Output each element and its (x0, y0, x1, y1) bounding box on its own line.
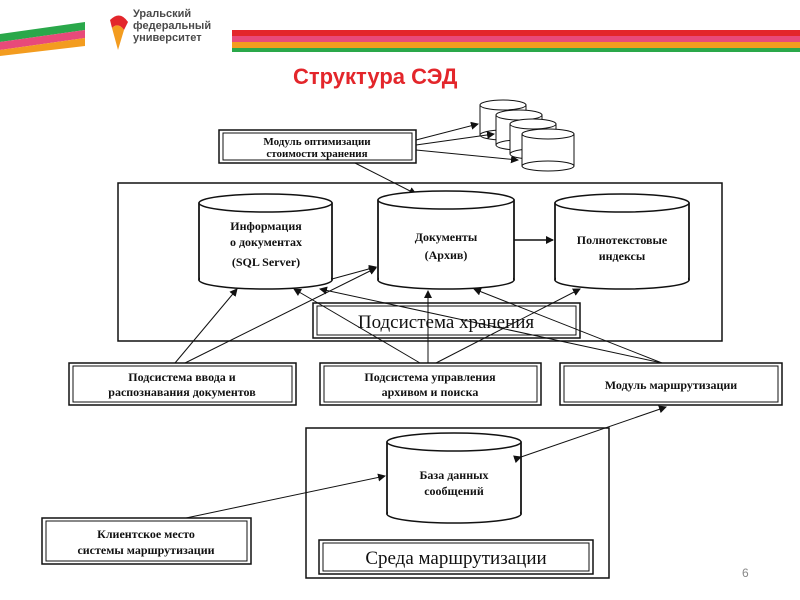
arrow-routing-to-message-db (513, 405, 667, 464)
routing-environment-label: Среда маршрутизации (365, 548, 546, 569)
doc-info-database: Информация о документах (SQL Server) (198, 193, 333, 290)
band-orange-right (232, 42, 800, 48)
logo-text: Уральский федеральный университет (133, 8, 211, 44)
archive-subsystem-line-1: Подсистема управления (364, 370, 496, 384)
logo-line-3: университет (133, 32, 202, 44)
page-title: Структура СЭД (293, 64, 458, 89)
doc-info-line-3: (SQL Server) (232, 255, 300, 269)
arrow-client-to-message-db (185, 473, 386, 519)
documents-line-1: Документы (415, 230, 478, 244)
doc-info-line-2: о документах (230, 235, 302, 249)
band-green (0, 22, 85, 42)
input-subsystem-line-2: распознавания документов (108, 385, 256, 399)
header-bands (0, 15, 800, 56)
client-routing-box: Клиентское место системы маршрутизации (41, 517, 252, 565)
client-routing-line-1: Клиентское место (97, 527, 195, 541)
storage-access-arrows (174, 267, 663, 364)
arrow-to-cylinder-3 (415, 149, 519, 164)
fulltext-line-1: Полнотекстовые (577, 233, 668, 247)
header: Уральский федеральный университет (0, 0, 800, 70)
arrow-to-cylinder-2 (415, 131, 495, 146)
band-orange (0, 38, 85, 56)
storage-subsystem-label: Подсистема хранения (358, 312, 535, 333)
message-database: База данных сообщений (386, 432, 522, 524)
band-green-right (232, 48, 800, 52)
band-pink (0, 30, 85, 50)
page-number: 6 (742, 566, 749, 580)
archive-subsystem-line-2: архивом и поиска (382, 385, 479, 399)
arrow-to-documents (354, 162, 417, 195)
arrow-to-cylinder-1 (415, 121, 479, 141)
arrow-docinfo-to-documents (331, 264, 377, 280)
logo-line-1: Уральский (133, 8, 192, 20)
input-subsystem-box: Подсистема ввода и распознавания докумен… (68, 362, 297, 406)
routing-environment-frame (305, 427, 610, 579)
band-red-top (232, 30, 800, 36)
storage-optimization-module: Модуль оптимизации стоимости хранения (218, 129, 417, 164)
doc-info-line-1: Информация (230, 219, 302, 233)
fulltext-index-database: Полнотекстовые индексы (554, 193, 690, 290)
input-subsystem-line-1: Подсистема ввода и (128, 370, 236, 384)
message-db-line-1: База данных (419, 468, 488, 482)
band-pink-right (232, 36, 800, 42)
message-db-line-2: сообщений (424, 484, 484, 498)
routing-module-label: Модуль маршрутизации (605, 378, 738, 392)
routing-module-box: Модуль маршрутизации (559, 362, 783, 406)
fulltext-line-2: индексы (599, 249, 646, 263)
logo-line-2: федеральный (133, 20, 212, 32)
documents-line-2: (Архив) (425, 248, 468, 262)
documents-database: Документы (Архив) (377, 190, 515, 290)
optimization-module-line-1: Модуль оптимизации (263, 136, 371, 148)
university-logo-icon (110, 15, 128, 50)
client-routing-line-2: системы маршрутизации (77, 543, 214, 557)
archive-storage-cylinders (479, 99, 575, 172)
storage-subsystem-label-box: Подсистема хранения (312, 302, 581, 339)
storage-subsystem-frame (117, 182, 723, 342)
storage-cylinder-4 (521, 128, 575, 172)
archive-subsystem-box: Подсистема управления архивом и поиска (319, 362, 542, 406)
routing-environment-label-box: Среда маршрутизации (318, 539, 594, 575)
optimization-module-line-2: стоимости хранения (266, 148, 367, 160)
